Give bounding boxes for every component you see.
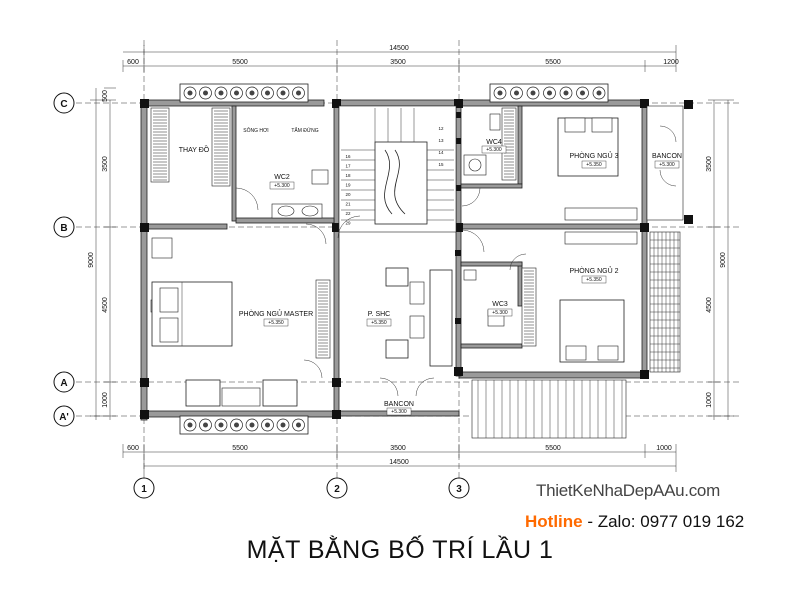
stair-step-number: 13 (438, 138, 444, 143)
right-dim-3: 1000 (706, 392, 713, 408)
top-dim-1: 600 (127, 59, 139, 66)
level-wc4: +5.300 (486, 147, 502, 153)
room-wc2: WC2 (274, 174, 290, 181)
planters (179, 83, 609, 435)
room-phong-ngu-2: PHÒNG NGỦ 2 (569, 266, 618, 275)
website-watermark: ThietKeNhaDepAAu.com (536, 481, 720, 500)
balcony-right (471, 105, 684, 439)
stair-step-number: 22 (345, 211, 351, 216)
room-p-shc: P. SHC (368, 311, 390, 318)
svg-text:3: 3 (456, 484, 462, 495)
top-dim-4: 5500 (545, 59, 561, 66)
level-phong-ngu-2: +5.350 (586, 277, 602, 283)
stair-step-number: 21 (345, 202, 351, 207)
level-wc2: +5.300 (274, 183, 290, 189)
svg-text:A': A' (59, 412, 69, 423)
svg-text:C: C (60, 99, 67, 110)
stair-step-number: 19 (345, 183, 351, 188)
bottom-dim-4: 5500 (545, 445, 561, 452)
living-furniture (385, 267, 453, 367)
room-tam-dung: TẮM ĐỨNG (291, 126, 318, 134)
grid-col-3: 3 (448, 477, 470, 499)
level-p-shc: +5.350 (371, 320, 387, 326)
left-dim-4: 1000 (102, 392, 109, 408)
svg-text:A: A (60, 378, 67, 389)
left-total-dim: 9000 (88, 252, 95, 268)
doors (235, 125, 677, 397)
grid-col-1: 1 (133, 477, 155, 499)
stair-step-number: 16 (345, 154, 351, 159)
bathroom-fixtures (271, 113, 505, 327)
bottom-dim-2: 5500 (232, 445, 248, 452)
room-phong-ngu-3: PHÒNG NGỦ 3 (569, 151, 618, 160)
bottom-total-dim: 14500 (389, 459, 409, 466)
grid-row-B: B (53, 216, 75, 238)
level-bancon-right: +5.300 (659, 162, 675, 168)
left-dim-3: 4500 (102, 297, 109, 313)
top-dim-3: 3500 (390, 59, 406, 66)
bedroom-furniture (557, 117, 638, 363)
room-phong-ngu-master: PHÒNG NGỦ MASTER (239, 309, 313, 318)
stair-step-number: 15 (438, 162, 444, 167)
stair-step-number: 14 (438, 150, 444, 155)
wardrobes (150, 107, 537, 359)
right-dim-1: 3500 (706, 156, 713, 172)
left-dim-2: 3500 (102, 156, 109, 172)
room-wc4: WC4 (486, 139, 502, 146)
top-dim-2: 5500 (232, 59, 248, 66)
level-wc3: +5.300 (492, 310, 508, 316)
stair-step-number: 18 (345, 173, 351, 178)
top-dim-5: 1200 (663, 59, 679, 66)
room-thay-do: THAY ĐỒ (179, 144, 210, 154)
master-furniture (151, 237, 298, 407)
walls (140, 99, 693, 421)
room-wc3: WC3 (492, 301, 508, 308)
top-dimensions: 14500 600 5500 3500 5500 1200 (122, 45, 679, 72)
room-song-hoi: SÔNG HƠI (243, 127, 268, 134)
hotline-number: - Zalo: 0977 019 162 (582, 512, 745, 531)
bottom-dim-3: 3500 (390, 445, 406, 452)
bottom-dim-5: 1000 (656, 445, 672, 452)
svg-text:2: 2 (334, 484, 340, 495)
level-bancon-bottom: +5.300 (391, 409, 407, 415)
right-dimensions: 3500 4500 1000 9000 (706, 99, 734, 420)
grid-row-A-prime: A' (53, 405, 75, 427)
hotline-line: Hotline - Zalo: 0977 019 162 (525, 512, 744, 532)
drawing-title: MẶT BẰNG BỐ TRÍ LẦU 1 (246, 536, 554, 564)
right-total-dim: 9000 (720, 252, 727, 268)
left-dim-1: 500 (102, 90, 109, 102)
room-bancon-bottom: BANCON (384, 401, 414, 408)
svg-text:B: B (60, 223, 67, 234)
bottom-dim-1: 600 (127, 445, 139, 452)
staircase: 16 17 18 19 20 21 22 29 12 13 14 15 (338, 105, 457, 233)
grid-col-2: 2 (326, 477, 348, 499)
stair-step-number: 20 (345, 192, 351, 197)
hotline-label: Hotline (525, 512, 583, 531)
room-labels: THAY ĐỒ SÔNG HƠI TẮM ĐỨNG WC2 +5.300 WC4… (179, 126, 682, 416)
top-total-dim: 14500 (389, 45, 409, 52)
level-phong-ngu-3: +5.350 (586, 162, 602, 168)
stair-step-number: 12 (438, 126, 444, 131)
grid-row-A: A (53, 371, 75, 393)
right-dim-2: 4500 (706, 297, 713, 313)
stair-step-number: 17 (345, 164, 351, 169)
room-bancon-right: BANCON (652, 153, 682, 160)
bottom-dimensions: 600 5500 3500 5500 1000 14500 (122, 444, 677, 472)
svg-text:1: 1 (141, 484, 147, 495)
stair-step-number: 29 (345, 221, 351, 226)
left-dimensions: 500 3500 4500 1000 9000 (88, 87, 116, 420)
level-phong-ngu-master: +5.350 (268, 320, 284, 326)
grid-row-C: C (53, 92, 75, 114)
